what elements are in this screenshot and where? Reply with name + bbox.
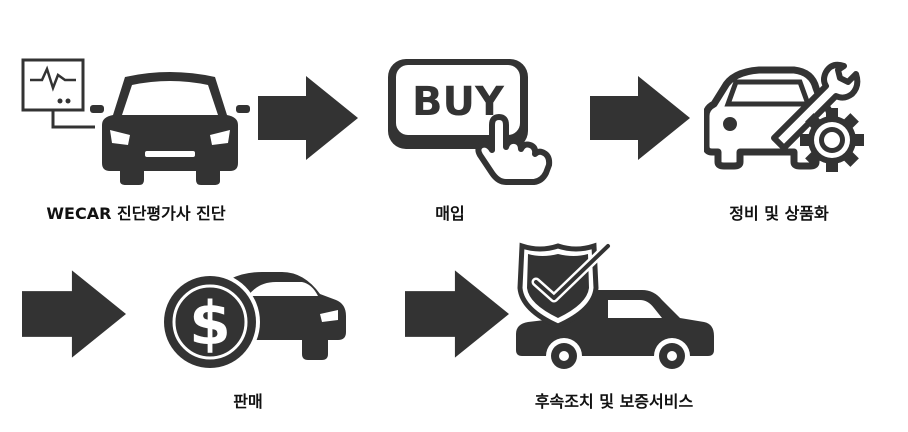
- arrow-right-icon: [258, 76, 358, 160]
- step-label-sale: 판매: [233, 392, 263, 411]
- step-label-maintenance: 정비 및 상품화: [729, 204, 829, 223]
- step-label-diagnosis: WECAR 진단평가사 진단: [46, 204, 226, 223]
- buy-button-icon: BUY: [388, 59, 553, 185]
- arrow-right-icon: [405, 270, 509, 358]
- car-sale-icon: $: [160, 272, 346, 372]
- arrow-right-icon: [22, 270, 126, 358]
- buy-text: BUY: [412, 79, 505, 125]
- step-label-purchase: 매입: [435, 204, 465, 223]
- car-repair-icon: [704, 61, 864, 172]
- dollar-symbol: $: [189, 289, 231, 359]
- arrow-right-icon: [590, 76, 690, 160]
- step-label-warranty: 후속조치 및 보증서비스: [534, 392, 694, 411]
- car-diagnostic-icon: [21, 58, 250, 185]
- car-warranty-icon: [516, 241, 714, 374]
